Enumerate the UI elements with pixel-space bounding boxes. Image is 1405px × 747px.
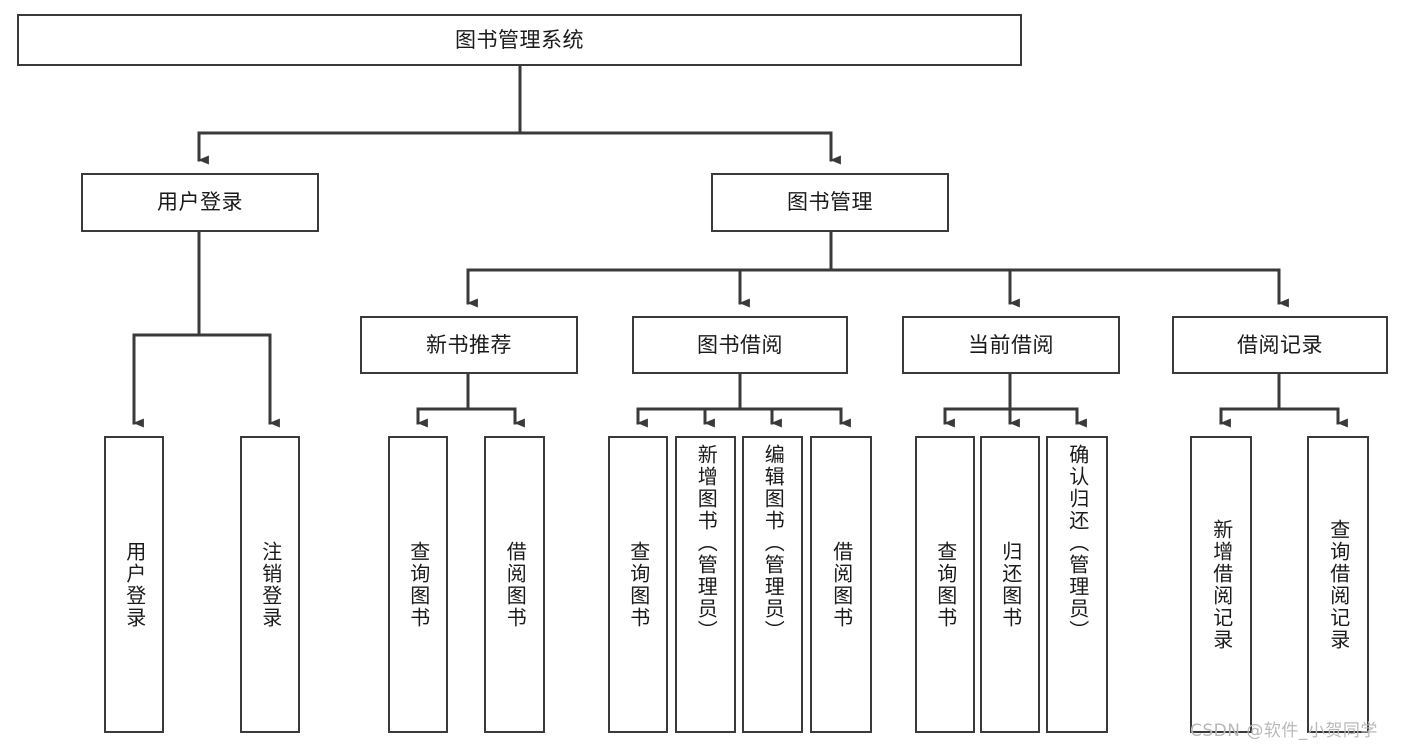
node-level3-new-book-recommend[interactable]: 新书推荐 (360, 316, 578, 374)
node-leaf-user-login[interactable]: 用户登录 (104, 436, 164, 733)
watermark: CSDN @软件_小贺同学 (1190, 721, 1378, 741)
node-leaf-query-borrow-record[interactable]: 查询借阅记录 (1307, 436, 1369, 733)
node-label: 查询借阅记录 (1326, 518, 1351, 651)
node-leaf-borrow-book-1[interactable]: 借阅图书 (484, 436, 545, 733)
node-label: 借阅图书 (829, 540, 854, 629)
node-level3-current-borrow[interactable]: 当前借阅 (902, 316, 1120, 374)
node-leaf-add-book-admin[interactable]: 新增图书（管理员） (675, 436, 736, 733)
node-label: 查询图书 (933, 540, 958, 629)
node-label: 借阅记录 (1237, 332, 1323, 357)
node-label: 图书管理 (787, 190, 873, 215)
node-label: 借阅图书 (503, 540, 528, 629)
node-leaf-edit-book-admin[interactable]: 编辑图书（管理员） (742, 436, 803, 733)
node-label: 用户登录 (122, 540, 147, 629)
node-leaf-query-book-3[interactable]: 查询图书 (915, 436, 975, 733)
node-label: 注销登录 (258, 540, 283, 629)
node-level2-book-management[interactable]: 图书管理 (711, 173, 949, 232)
node-label: 当前借阅 (968, 332, 1054, 357)
node-root[interactable]: 图书管理系统 (17, 14, 1022, 66)
node-level3-book-borrow[interactable]: 图书借阅 (632, 316, 848, 374)
node-leaf-confirm-return-admin[interactable]: 确认归还（管理员） (1046, 436, 1108, 733)
node-label: 新增图书（管理员） (694, 444, 719, 642)
node-leaf-logout[interactable]: 注销登录 (240, 436, 300, 733)
node-label: 编辑图书（管理员） (761, 444, 786, 642)
node-label: 新书推荐 (426, 332, 512, 357)
node-leaf-borrow-book-2[interactable]: 借阅图书 (810, 436, 872, 733)
node-leaf-add-borrow-record[interactable]: 新增借阅记录 (1190, 436, 1252, 733)
node-label: 确认归还（管理员） (1065, 444, 1090, 642)
node-level3-borrow-record[interactable]: 借阅记录 (1172, 316, 1388, 374)
node-level2-user-login[interactable]: 用户登录 (81, 173, 319, 232)
node-label: 归还图书 (998, 540, 1023, 629)
node-leaf-return-book[interactable]: 归还图书 (980, 436, 1040, 733)
node-leaf-query-book-2[interactable]: 查询图书 (608, 436, 668, 733)
node-label: 用户登录 (157, 190, 243, 215)
node-label: 图书管理系统 (455, 27, 584, 52)
node-label: 图书借阅 (697, 332, 783, 357)
node-leaf-query-book-1[interactable]: 查询图书 (388, 436, 448, 733)
node-label: 新增借阅记录 (1209, 518, 1234, 651)
node-label: 查询图书 (626, 540, 651, 629)
node-label: 查询图书 (406, 540, 431, 629)
